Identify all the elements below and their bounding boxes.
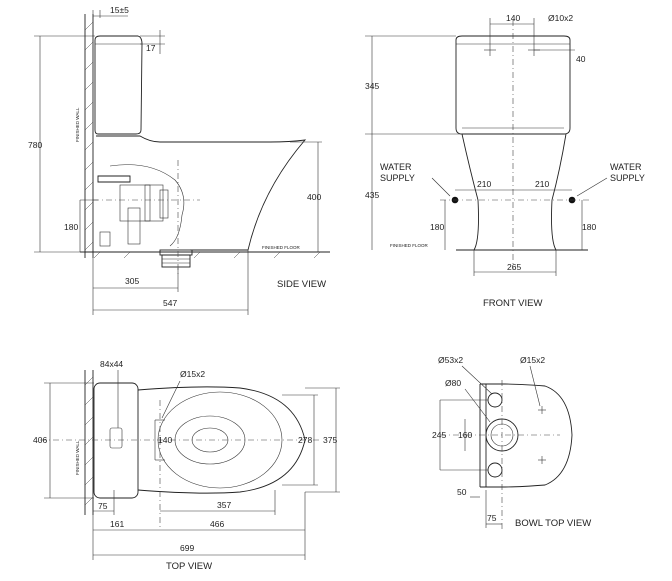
front-dim-bowl-h: 435 xyxy=(365,190,379,200)
top-dim-fix: Ø15x2 xyxy=(180,369,205,379)
front-view: FINISHED FLOOR 140 Ø10x2 40 345 435 210 … xyxy=(365,13,645,309)
front-dim-right-supply-h: 180 xyxy=(582,222,596,232)
front-dim-base-w: 265 xyxy=(507,262,521,272)
top-dim-fix-spacing: 140 xyxy=(158,435,172,445)
side-dim-height: 780 xyxy=(28,140,42,150)
top-dim-75: 75 xyxy=(98,501,108,511)
bowl-dim-53: Ø53x2 xyxy=(438,355,463,365)
side-dim-outlet: 305 xyxy=(125,276,139,286)
side-dim-lid: 17 xyxy=(146,43,156,53)
front-view-title: FRONT VIEW xyxy=(483,298,542,309)
bowl-dim-160: 160 xyxy=(458,430,472,440)
side-dim-depth: 547 xyxy=(163,298,177,308)
front-dim-hole-spacing: 140 xyxy=(506,13,520,23)
front-water-supply-left-line2: SUPPLY xyxy=(380,173,415,183)
front-water-supply-right: WATER SUPPLY xyxy=(610,162,645,183)
bowl-dim-15: Ø15x2 xyxy=(520,355,545,365)
top-dim-seat-w: 278 xyxy=(298,435,312,445)
top-dim-button: 84x44 xyxy=(100,359,123,369)
side-dim-top-gap: 15±5 xyxy=(110,5,129,15)
front-dim-tank-h: 345 xyxy=(365,81,379,91)
top-wall-label: FINISHED WALL xyxy=(75,440,80,475)
top-dim-466: 466 xyxy=(210,519,224,529)
side-view-title: SIDE VIEW xyxy=(277,279,326,290)
front-floor-label: FINISHED FLOOR xyxy=(390,243,429,248)
front-water-supply-right-line2: SUPPLY xyxy=(610,173,645,183)
top-view: FINISHED WALL 84x44 Ø15x2 406 140 278 37… xyxy=(33,359,340,572)
top-dim-width: 406 xyxy=(33,435,47,445)
side-floor-label: FINISHED FLOOR xyxy=(262,245,301,250)
side-dim-supply-h: 180 xyxy=(64,222,78,232)
front-dim-hole: Ø10x2 xyxy=(548,13,573,23)
bowl-dim-75: 75 xyxy=(487,513,497,523)
front-water-supply-right-line1: WATER xyxy=(610,162,642,172)
front-dim-left-offset: 210 xyxy=(477,179,491,189)
side-dim-bowl-h: 400 xyxy=(307,192,321,202)
front-water-supply-left-line1: WATER xyxy=(380,162,412,172)
side-wall-label: FINISHED WALL xyxy=(75,107,80,142)
front-dim-right-offset: 210 xyxy=(535,179,549,189)
side-view: FINISHED WALL FINISHED FLOOR xyxy=(28,5,330,315)
bowl-top-view: Ø53x2 Ø15x2 Ø80 245 160 50 75 BOWL TOP V… xyxy=(432,355,591,530)
front-water-supply-left: WATER SUPPLY xyxy=(380,162,415,183)
top-view-title: TOP VIEW xyxy=(166,561,212,572)
top-dim-357: 357 xyxy=(217,500,231,510)
bowl-top-view-title: BOWL TOP VIEW xyxy=(515,518,591,529)
top-dim-bowl-w: 375 xyxy=(323,435,337,445)
bowl-dim-245: 245 xyxy=(432,430,446,440)
bowl-dim-50: 50 xyxy=(457,487,467,497)
top-dim-699: 699 xyxy=(180,543,194,553)
front-dim-left-supply-h: 180 xyxy=(430,222,444,232)
top-dim-161: 161 xyxy=(110,519,124,529)
front-dim-hole-offset: 40 xyxy=(576,54,586,64)
bowl-dim-80: Ø80 xyxy=(445,378,461,388)
